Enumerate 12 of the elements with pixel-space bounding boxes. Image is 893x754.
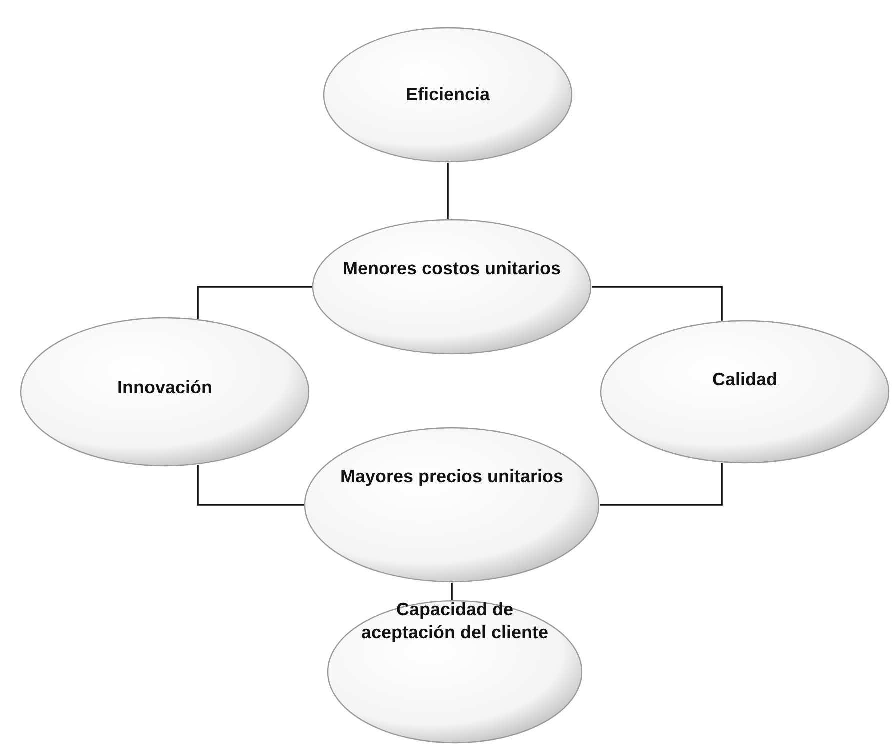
connector-line (451, 583, 453, 600)
node-label: Capacidad de aceptación del cliente (360, 598, 550, 645)
connector-line (197, 286, 312, 319)
connector-line (592, 286, 723, 321)
connector-line (600, 463, 723, 506)
node-label: Menores costos unitarios (342, 257, 562, 280)
connector-line (447, 163, 449, 220)
node-label: Eficiencia (404, 83, 492, 106)
node-label: Innovación (116, 376, 214, 400)
connector-line (197, 465, 304, 506)
node-label: Calidad (711, 368, 778, 392)
node-label: Mayores precios unitarios (339, 465, 565, 488)
